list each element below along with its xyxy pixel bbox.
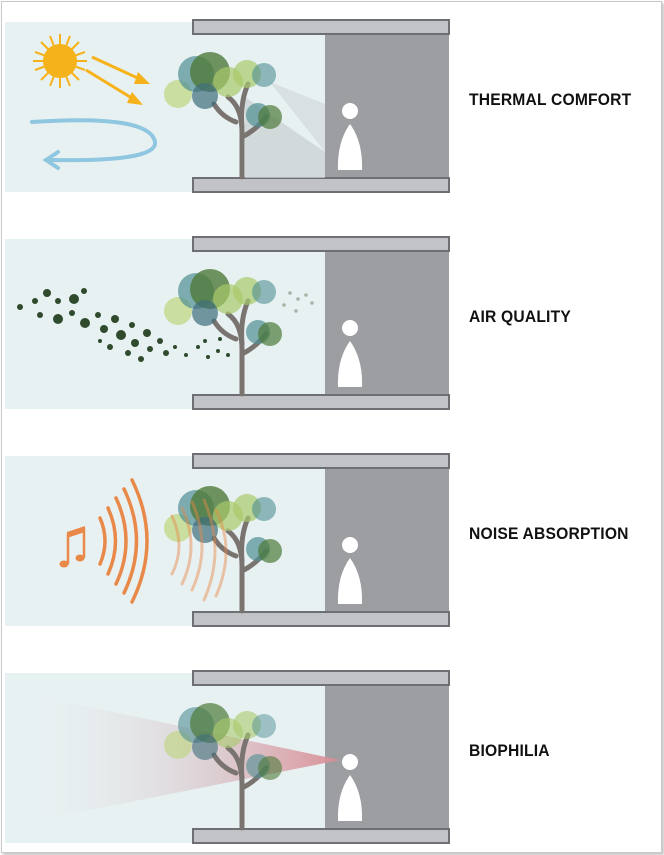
sound-wave-icon — [98, 478, 149, 604]
music-note-icon — [59, 526, 86, 568]
panel-noise-absorption: NOISE ABSORPTION — [0, 446, 664, 636]
tree — [164, 486, 282, 614]
upper-slab — [192, 236, 450, 252]
filtered-particles-icon — [282, 291, 314, 313]
tree — [164, 703, 282, 831]
sky-background — [5, 239, 325, 409]
biophilia-illustration — [5, 670, 450, 844]
air-quality-illustration — [5, 236, 450, 410]
tree — [164, 52, 282, 180]
shade-zone-wall — [270, 82, 325, 152]
wind-arrow-icon — [30, 118, 157, 170]
thermal-comfort-illustration — [5, 19, 450, 193]
panel-biophilia: BIOPHILIA — [0, 663, 664, 853]
pollution-particles-icon — [17, 288, 230, 362]
person-icon — [337, 320, 363, 387]
lower-slab — [192, 611, 450, 627]
person-icon — [337, 103, 363, 170]
person-icon — [337, 537, 363, 604]
lower-slab — [192, 828, 450, 844]
lower-slab — [192, 394, 450, 410]
sun-icon — [33, 34, 87, 88]
upper-slab — [192, 453, 450, 469]
panel-thermal-comfort: THERMAL COMFORT — [0, 12, 664, 202]
panel-label-thermal-comfort: THERMAL COMFORT — [469, 90, 632, 109]
person-icon — [337, 754, 363, 821]
lower-slab — [192, 177, 450, 193]
upper-slab — [192, 670, 450, 686]
sky-background — [5, 456, 325, 626]
noise-absorption-illustration — [5, 453, 450, 627]
upper-slab — [192, 19, 450, 35]
panel-label-air-quality: AIR QUALITY — [469, 307, 571, 326]
tree — [164, 269, 282, 397]
panel-air-quality: AIR QUALITY — [0, 229, 664, 419]
attenuated-sound-wave-icon — [170, 498, 228, 602]
panel-label-biophilia: BIOPHILIA — [469, 741, 550, 760]
panel-label-noise-absorption: NOISE ABSORPTION — [469, 524, 629, 543]
sun-ray-arrow-icon — [85, 55, 150, 105]
